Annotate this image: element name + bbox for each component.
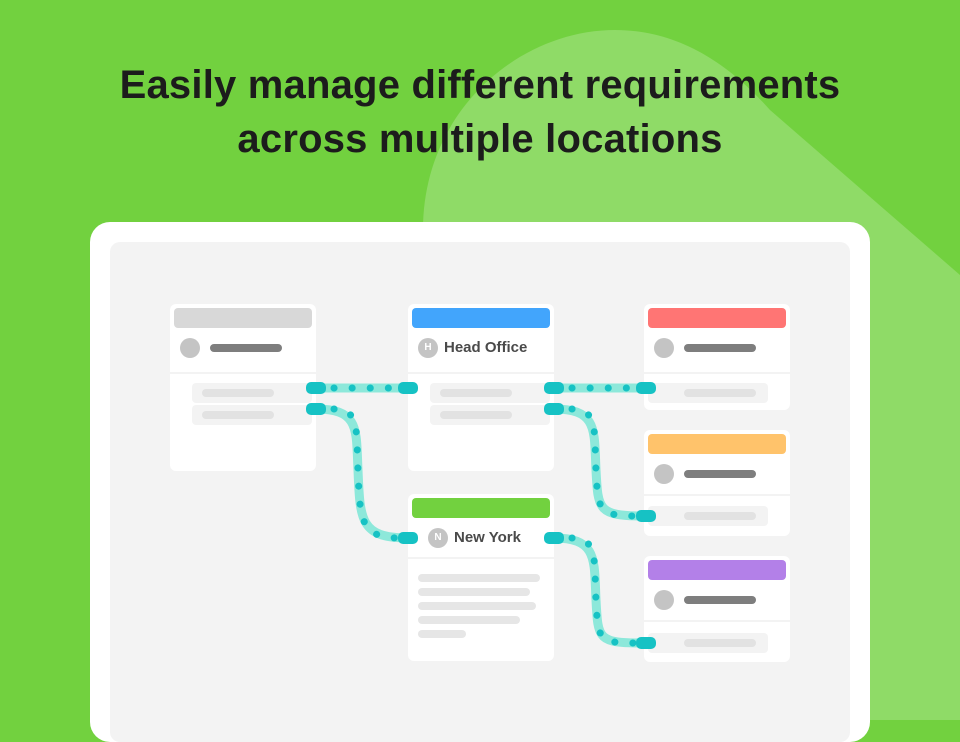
card-header (412, 308, 550, 328)
avatar (654, 590, 674, 610)
headline: Easily manage different requirements acr… (0, 58, 960, 166)
card-header (648, 308, 786, 328)
target-card-red[interactable] (644, 304, 790, 410)
text-placeholder (418, 602, 536, 610)
requirement-row[interactable] (430, 405, 550, 425)
target-card-purple[interactable] (644, 556, 790, 662)
text-placeholder (418, 630, 466, 638)
name-placeholder (210, 344, 282, 352)
name-placeholder (684, 344, 756, 352)
text-placeholder (418, 588, 530, 596)
avatar (654, 338, 674, 358)
card-title: Head Office (444, 339, 528, 356)
headline-line-1: Easily manage different requirements (119, 63, 841, 107)
divider (170, 372, 316, 374)
card-title: New York (454, 529, 521, 546)
avatar: H (418, 338, 438, 358)
text-placeholder (418, 574, 540, 582)
avatar (654, 464, 674, 484)
divider (644, 372, 790, 374)
divider (408, 372, 554, 374)
source-card[interactable] (170, 304, 316, 471)
avatar (180, 338, 200, 358)
avatar: N (428, 528, 448, 548)
target-card-orange[interactable] (644, 430, 790, 536)
name-placeholder (684, 596, 756, 604)
requirement-row[interactable] (430, 383, 550, 403)
headline-line-2: across multiple locations (237, 117, 723, 161)
card-header (174, 308, 312, 328)
divider (644, 620, 790, 622)
card-header (412, 498, 550, 518)
requirement-row[interactable] (648, 383, 768, 403)
requirement-row[interactable] (648, 506, 768, 526)
name-placeholder (684, 470, 756, 478)
divider (408, 557, 554, 559)
text-placeholder (418, 616, 520, 624)
card-header (648, 434, 786, 454)
new-york-card[interactable]: N New York (408, 494, 554, 661)
requirement-row[interactable] (192, 405, 312, 425)
head-office-card[interactable]: H Head Office (408, 304, 554, 471)
card-header (648, 560, 786, 580)
requirement-row[interactable] (192, 383, 312, 403)
requirement-row[interactable] (648, 633, 768, 653)
divider (644, 494, 790, 496)
